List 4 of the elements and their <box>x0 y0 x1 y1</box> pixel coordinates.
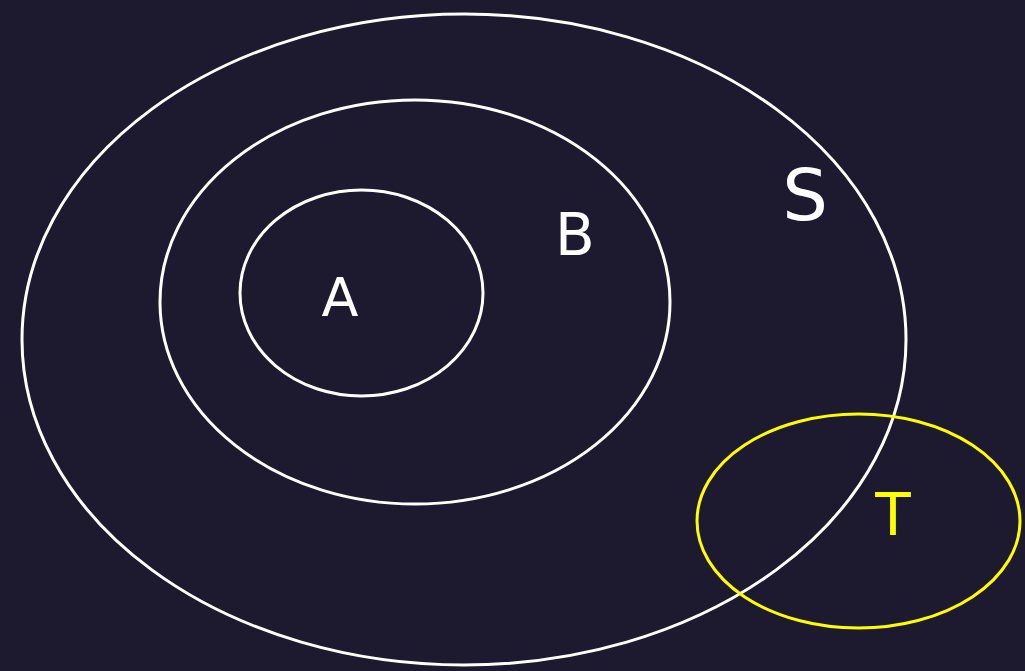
set-label: A <box>321 271 359 325</box>
set-label: S <box>782 159 828 231</box>
set-label: T <box>875 486 911 544</box>
set-label: B <box>555 206 595 264</box>
